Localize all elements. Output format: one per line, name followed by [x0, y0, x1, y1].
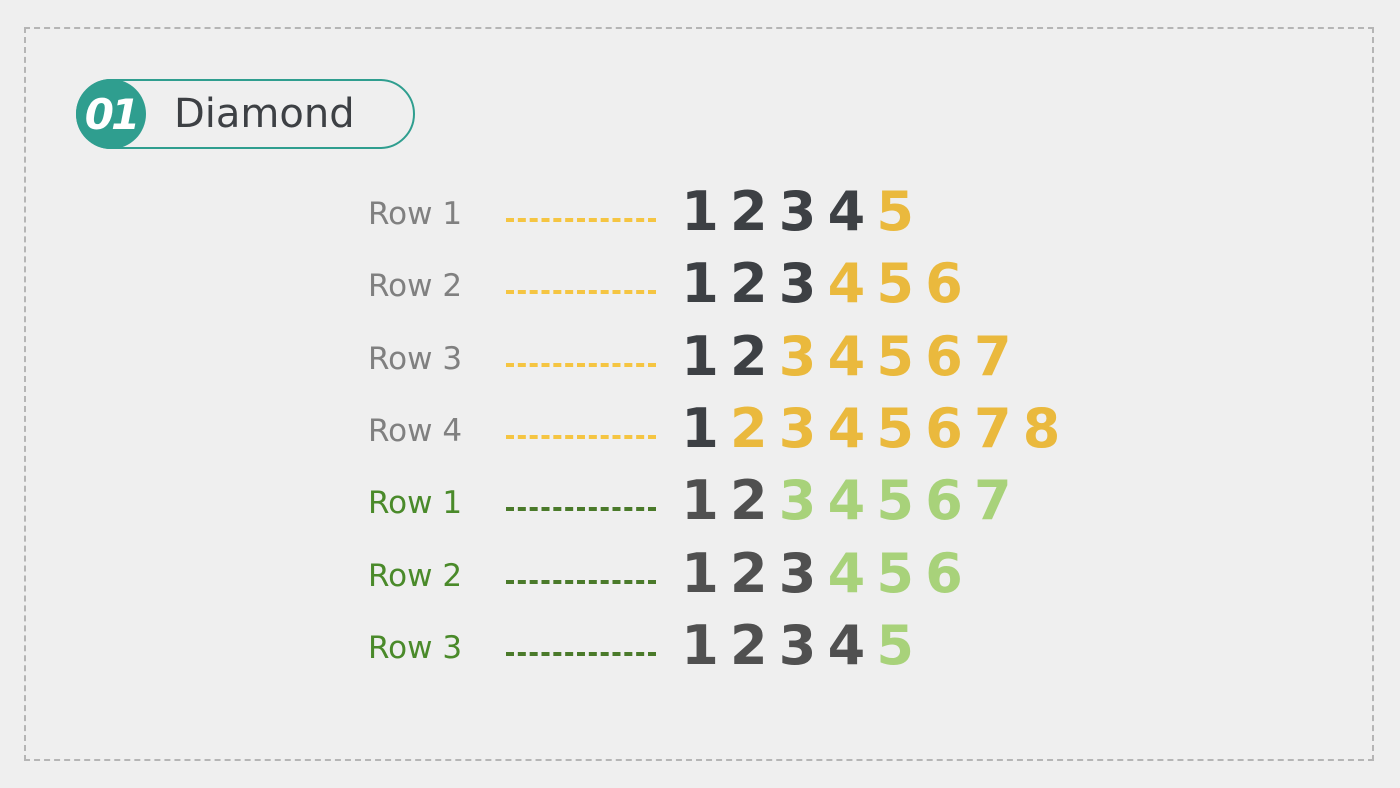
digit: 6 [925, 469, 963, 533]
digit: 5 [876, 396, 914, 460]
row-label: Row 1 [368, 485, 463, 522]
digit: 3 [778, 324, 817, 388]
row-connector-dashes [506, 579, 656, 584]
digit: 5 [876, 613, 914, 677]
digit: 1 [681, 613, 719, 677]
digit: 7 [974, 324, 1012, 388]
digit: 2 [730, 180, 768, 243]
digit: 7 [974, 396, 1012, 460]
digit: 3 [778, 469, 817, 533]
row-label: Row 3 [368, 629, 463, 666]
digit: 3 [778, 180, 817, 243]
digit: 2 [730, 613, 768, 677]
digit: 1 [681, 252, 719, 316]
digit: 2 [730, 252, 768, 316]
digit: 5 [876, 541, 914, 605]
digit: 4 [827, 252, 866, 316]
row-connector-dashes [506, 218, 656, 222]
digit: 5 [876, 469, 914, 533]
digit: 1 [681, 324, 719, 388]
row-label: Row 2 [368, 268, 463, 305]
row-connector-dashes [506, 290, 656, 295]
digit: 2 [730, 396, 768, 460]
digit: 7 [974, 469, 1012, 533]
digit: 5 [876, 324, 914, 388]
digit: 1 [681, 469, 719, 533]
digit: 3 [778, 541, 817, 605]
row-label: Row 1 [368, 196, 463, 232]
digit: 3 [778, 396, 817, 460]
digit: 3 [778, 252, 817, 316]
row-connector-dashes [506, 507, 656, 512]
row-label: Row 2 [368, 557, 463, 594]
digit: 5 [876, 180, 914, 243]
digit: 4 [827, 469, 866, 533]
digit: 1 [681, 180, 719, 243]
digit: 8 [1022, 396, 1061, 460]
digit: 4 [827, 541, 866, 605]
digit: 3 [778, 613, 817, 677]
row-label: Row 3 [368, 340, 463, 377]
digit: 1 [681, 541, 719, 605]
digit: 6 [925, 252, 963, 316]
section-title: Diamond [174, 91, 355, 137]
digit: 6 [925, 324, 963, 388]
row-connector-dashes [506, 434, 656, 439]
dashed-frame [24, 27, 1374, 761]
digit: 5 [876, 252, 914, 316]
digit: 4 [827, 396, 866, 460]
digit: 1 [681, 396, 719, 460]
digit: 2 [730, 469, 768, 533]
digit: 4 [827, 613, 866, 677]
row-label: Row 4 [368, 412, 463, 449]
digit: 2 [730, 324, 768, 388]
digit: 6 [925, 541, 963, 605]
digit: 4 [827, 324, 866, 388]
section-number: 01 [76, 79, 146, 149]
digit: 6 [925, 396, 963, 460]
row-connector-dashes [506, 651, 656, 656]
section-badge: 01 Diamond [76, 79, 415, 149]
digit: 2 [730, 541, 768, 605]
row-connector-dashes [506, 362, 656, 367]
digit: 4 [827, 180, 866, 243]
